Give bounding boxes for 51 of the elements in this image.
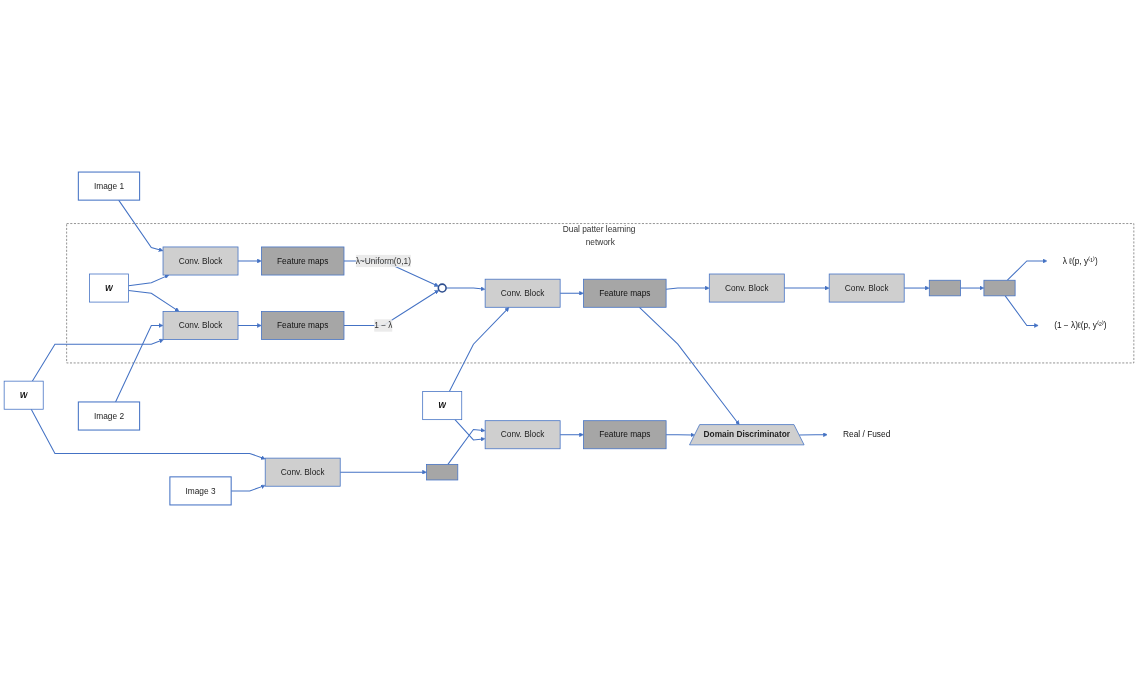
- node-box: Conv. Block: [162, 246, 239, 276]
- node-box: Feature maps: [583, 278, 667, 308]
- edge-label: 1 − λ: [374, 320, 393, 330]
- node-box: Feature maps: [261, 311, 345, 340]
- node-box: W: [89, 273, 129, 303]
- arrow: [31, 338, 164, 382]
- arrow: [798, 432, 828, 437]
- node-box: Conv. Block: [708, 273, 785, 303]
- arrow: [445, 286, 486, 292]
- node-box: Conv. Block: [162, 311, 239, 340]
- arrow: [1006, 258, 1048, 281]
- edge-label: λ~Uniform(0,1): [355, 256, 411, 266]
- arrow: [665, 432, 696, 438]
- arrow: [343, 289, 440, 326]
- arrow: [339, 469, 427, 475]
- node-text: Real / Fused: [843, 430, 891, 439]
- node-box: Image 3: [169, 476, 232, 506]
- node-box: Conv. Block: [484, 420, 561, 450]
- node-circle: [437, 283, 447, 293]
- arrow: [665, 285, 710, 291]
- arrow: [783, 285, 830, 291]
- arrow: [448, 307, 510, 393]
- arrow: [237, 323, 262, 328]
- arrow: [237, 258, 262, 264]
- node-box: [426, 464, 459, 481]
- arrow: [454, 419, 486, 442]
- arrow: [128, 274, 170, 287]
- node-box: Image 2: [77, 401, 141, 431]
- arrow: [638, 306, 740, 426]
- arrow: [903, 285, 930, 291]
- node-box: Feature maps: [583, 420, 667, 450]
- node-bar: [928, 279, 961, 297]
- arrow: [559, 432, 584, 437]
- arrow: [128, 289, 180, 312]
- node-box: W: [422, 391, 463, 421]
- node-box: Conv. Block: [828, 273, 905, 303]
- arrow: [447, 428, 486, 465]
- arrow: [1004, 295, 1039, 328]
- arrow: [559, 290, 584, 296]
- arrow: [115, 323, 164, 403]
- arrow: [960, 285, 985, 291]
- node-box: Conv. Block: [264, 457, 341, 487]
- node-bar: [983, 279, 1016, 297]
- node-box: Image 1: [77, 171, 141, 201]
- arrow: [30, 408, 266, 460]
- node-text: λ ℓ(p, y⁽¹⁾): [1062, 256, 1098, 266]
- node-text: (1 − λ)ℓ(p, y⁽²⁾): [1054, 320, 1107, 330]
- arrow: [118, 199, 164, 252]
- node-box: Conv. Block: [484, 278, 561, 308]
- node-box: W: [3, 380, 44, 410]
- node-box: Feature maps: [261, 246, 345, 276]
